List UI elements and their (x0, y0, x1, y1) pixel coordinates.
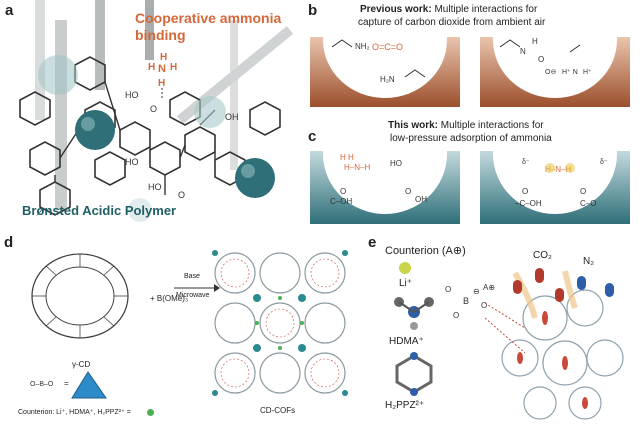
panel-e: e Counterion (A⊕) Li⁺ HDMA⁺ H₂PPZ²⁺ O B … (365, 228, 640, 425)
svg-text:HO: HO (125, 90, 139, 100)
panel-c-pores: H H H–N–H HO O C–OH O OH δ⁻ H–N–H δ⁻ O –… (310, 146, 630, 224)
panel-e-label: e (368, 234, 377, 251)
svg-text:H H: H H (340, 153, 354, 162)
svg-text:H–N–H: H–N–H (344, 163, 370, 172)
panel-d: d γ-CD + B(OMe)₃ Base Microwave (0, 228, 365, 425)
svg-text:A⊕: A⊕ (483, 283, 495, 292)
svg-text:C–O: C–O (580, 199, 596, 208)
svg-text:OH: OH (415, 195, 427, 204)
svg-text:HO: HO (125, 157, 139, 167)
counterion-title: Counterion (A⊕) (385, 245, 466, 257)
svg-text:O: O (178, 190, 185, 200)
panel-b-heading: Previous work: Multiple interactions for (360, 4, 537, 15)
h2ppz-molecule-icon (395, 352, 433, 396)
svg-text:N: N (520, 47, 526, 56)
reaction-arrow (174, 284, 220, 292)
gamma-cd-label: γ-CD (72, 360, 91, 369)
panel-a: HO O HO HO O OH H H N H H a Cooperative … (0, 0, 295, 228)
co2-label: CO₂ (533, 250, 552, 261)
panel-c-heading-line2: low-pressure adsorption of ammonia (390, 133, 552, 144)
svg-text:⊖: ⊖ (473, 287, 480, 296)
panel-b-heading-bold: Previous work: (360, 4, 432, 15)
svg-text:H: H (170, 62, 177, 73)
svg-text:O: O (481, 301, 487, 310)
co2-molecule-icon-2 (513, 280, 522, 294)
svg-text:H⁺ N: H⁺ N (562, 69, 578, 76)
svg-text:O=C=O: O=C=O (372, 42, 403, 52)
svg-text:O: O (453, 311, 459, 320)
svg-text:–C–OH: –C–OH (515, 199, 542, 208)
svg-text:HO: HO (390, 159, 402, 168)
polymer-illustration: HO O HO HO O OH H H N H H (19, 0, 294, 222)
reagent-label: + B(OMe)₃ (150, 294, 189, 303)
svg-text:C–OH: C–OH (330, 197, 352, 206)
svg-text:O: O (522, 187, 528, 196)
panel-a-title-line1: Cooperative ammonia (135, 10, 282, 26)
svg-text:O: O (405, 187, 411, 196)
svg-text:H: H (158, 78, 165, 89)
gamma-cd-ring (31, 253, 129, 339)
svg-text:O: O (580, 187, 586, 196)
counterion-green-dot (147, 409, 154, 416)
svg-text:O: O (150, 104, 157, 114)
cd-cof-framework (212, 250, 348, 396)
svg-text:δ⁻: δ⁻ (522, 159, 530, 166)
arrow-bottom-label: Microwave (176, 292, 210, 299)
n2-molecule-icon-2 (605, 283, 614, 297)
panel-d-label: d (4, 234, 14, 251)
arrow-top-label: Base (184, 273, 200, 280)
panel-a-title-line2: binding (135, 27, 186, 43)
h2ppz-label: H₂PPZ²⁺ (385, 400, 425, 411)
panel-b-pores: NH₂ O=C=O H₂N N H O O⊖ H⁺ N H⁺ (310, 32, 630, 107)
li-label: Li⁺ (399, 278, 413, 289)
svg-text:H: H (160, 52, 167, 63)
panel-c: c This work: Multiple interactions for l… (300, 112, 640, 228)
svg-text:B: B (463, 296, 469, 306)
svg-text:HO: HO (148, 182, 162, 192)
panel-b-label: b (308, 2, 318, 19)
svg-text:O: O (340, 187, 346, 196)
svg-text:δ⁻: δ⁻ (600, 159, 608, 166)
co2-molecule-icon-3 (555, 288, 564, 302)
panel-b-heading-rest: Multiple interactions for (431, 4, 538, 15)
panel-b-heading-line2: capture of carbon dioxide from ambient a… (358, 17, 546, 28)
cd-cofs-label: CD-COFs (260, 406, 296, 415)
panel-a-label: a (5, 2, 14, 19)
hdma-label: HDMA⁺ (389, 336, 424, 347)
svg-text:O: O (445, 285, 451, 294)
panel-a-caption: Brønsted Acidic Polymer (22, 203, 177, 218)
counterion-line: Counterion: Li⁺, HDMA⁺, H₂PPZ²⁺ = (18, 409, 131, 416)
svg-text:H: H (148, 62, 155, 73)
svg-text:=: = (64, 379, 69, 388)
borate-tetrahedron-icon: O–B–O = (30, 371, 107, 399)
svg-text:H⁺: H⁺ (583, 69, 592, 76)
svg-text:N: N (158, 63, 166, 75)
hdma-molecule-icon (394, 297, 434, 330)
framework-pores (485, 270, 624, 420)
svg-text:H: H (532, 37, 538, 46)
panel-c-heading: This work: Multiple interactions for (388, 120, 544, 131)
svg-text:OH: OH (225, 112, 239, 122)
panel-b: b Previous work: Multiple interactions f… (300, 0, 640, 112)
co2-molecule-icon (535, 268, 544, 283)
borate-anion-icon: O B ⊖ O O A⊕ (445, 283, 495, 320)
n2-label: N₂ (583, 256, 595, 267)
svg-text:O–B–O: O–B–O (30, 381, 54, 388)
panel-c-heading-bold: This work: (388, 120, 439, 131)
svg-text:H–N–H: H–N–H (545, 165, 571, 174)
svg-text:O⊖: O⊖ (545, 69, 556, 76)
svg-text:H₂N: H₂N (380, 75, 395, 84)
svg-text:NH₂: NH₂ (355, 42, 370, 51)
li-sphere-icon (399, 262, 411, 274)
svg-text:O: O (538, 55, 544, 64)
panel-c-heading-rest: Multiple interactions for (438, 120, 544, 131)
panel-c-label: c (308, 128, 317, 145)
n2-molecule-icon (577, 276, 586, 290)
